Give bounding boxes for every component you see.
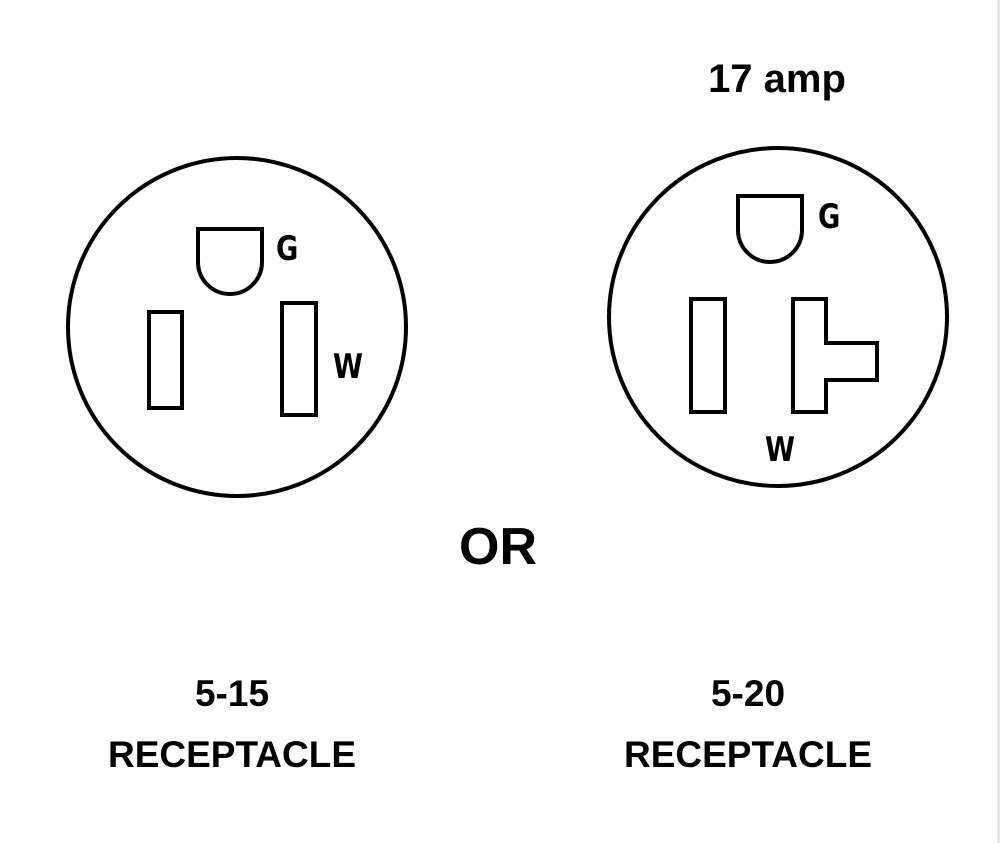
model-label-5-20: 5-20 bbox=[711, 673, 785, 714]
hot-slot bbox=[147, 310, 184, 410]
receptacle-5-20 bbox=[607, 146, 949, 488]
hot-slot bbox=[689, 297, 727, 414]
model-label-5-15: 5-15 bbox=[195, 673, 269, 714]
outlet-face-circle bbox=[607, 146, 949, 488]
outlet-face-circle bbox=[66, 156, 408, 498]
or-label: OR bbox=[459, 518, 537, 576]
neutral-slot bbox=[280, 301, 318, 417]
ground-slot bbox=[736, 194, 804, 264]
ground-label: G bbox=[276, 229, 298, 269]
receptacle-label-5-20: RECEPTACLE bbox=[624, 734, 872, 775]
neutral-t-slot bbox=[791, 297, 879, 414]
ground-slot bbox=[196, 227, 264, 296]
neutral-label: W bbox=[333, 347, 363, 387]
ground-label: G bbox=[818, 197, 840, 237]
receptacle-label-5-15: RECEPTACLE bbox=[108, 734, 356, 775]
amp-label: 17 amp bbox=[708, 57, 846, 101]
receptacle-5-15 bbox=[66, 156, 408, 498]
neutral-label: W bbox=[765, 430, 795, 470]
